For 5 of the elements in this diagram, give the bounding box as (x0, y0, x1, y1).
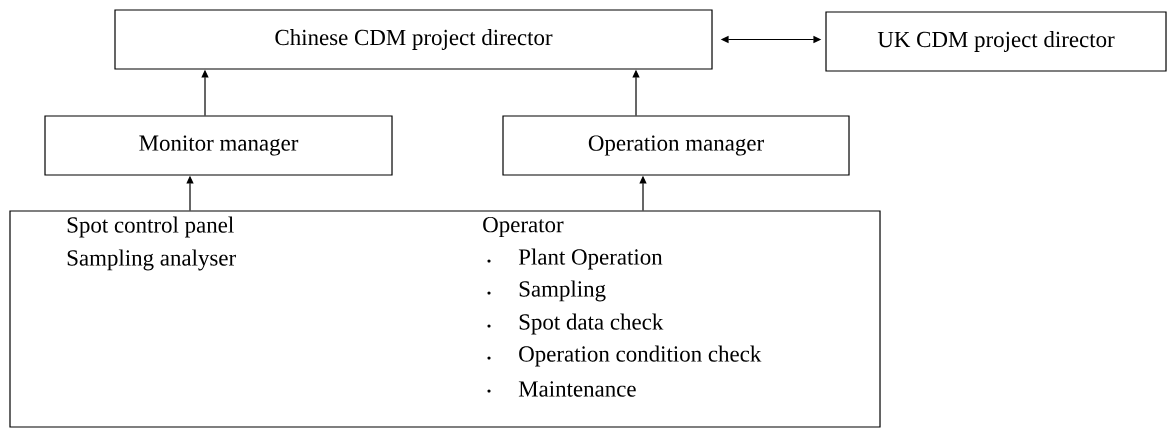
role-box: Chinese CDM project director (114, 9, 713, 70)
role-box: UK CDM project director (825, 11, 1167, 72)
role-box: Monitor manager (44, 115, 393, 176)
role-box: Operation manager (502, 115, 850, 176)
staff-box: Spot control panel Sampling analyser Operator Plant Operation Sampling Spot data check Operation condition check Maintenance (9, 210, 881, 428)
